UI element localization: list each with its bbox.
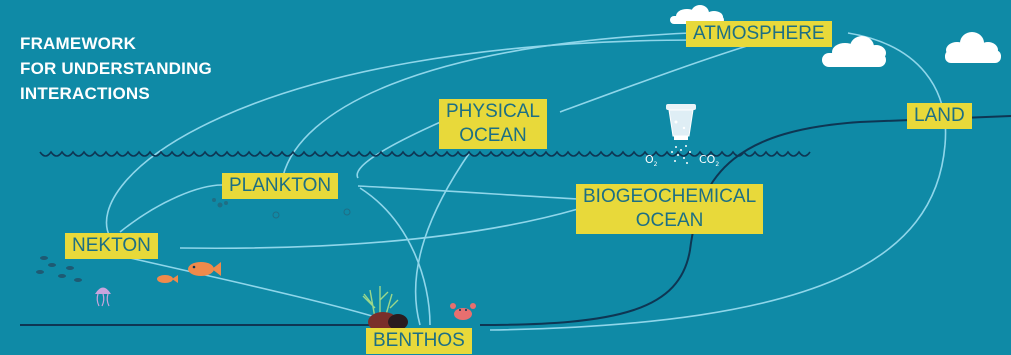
co2-sensor-icon	[666, 104, 696, 164]
fish-icon	[157, 275, 178, 283]
connector-nekton-biogeo	[179, 208, 579, 250]
connector-physical-atmosphere	[559, 41, 761, 113]
title-line: INTERACTIONS	[20, 84, 150, 103]
connector-nekton-plankton	[119, 184, 223, 233]
crab-icon	[450, 303, 476, 320]
node-plankton: PLANKTON	[222, 173, 339, 199]
jellyfish-icon	[95, 287, 111, 307]
cloud-icon	[822, 36, 886, 67]
node-benthos: BENTHOS	[366, 328, 472, 354]
cloud-icon	[945, 32, 1001, 63]
co2-label: CO2	[699, 153, 719, 168]
node-label-line: OCEAN	[635, 210, 704, 231]
o2-text: O	[645, 153, 654, 166]
connector-plankton-atmosphere	[282, 32, 691, 177]
node-label: LAND	[914, 105, 965, 126]
oxygen-label: O2	[645, 153, 658, 168]
co2-subscript: 2	[715, 161, 720, 169]
diagram-title: FRAMEWORK FOR UNDERSTANDING INTERACTIONS	[20, 31, 212, 106]
connector-nekton-atmosphere	[105, 39, 701, 238]
o2-subscript: 2	[653, 161, 658, 169]
node-label: PLANKTON	[229, 175, 332, 196]
connector-physical-plankton	[356, 119, 446, 179]
node-label-line: BIOGEOCHEMICAL	[583, 186, 757, 207]
connector-land-benthos	[489, 144, 946, 331]
connector-nekton-benthos	[129, 257, 401, 326]
node-label: ATMOSPHERE	[693, 23, 825, 44]
sea-surface-wave-line	[39, 150, 811, 157]
node-label: BENTHOS	[373, 330, 465, 351]
node-land: LAND	[907, 103, 972, 129]
connector-physical-benthos	[414, 151, 471, 326]
connector-plankton-biogeo	[357, 185, 579, 200]
coral-icon	[362, 286, 399, 319]
rock-icon	[368, 312, 408, 332]
land-boundary-line	[20, 115, 1011, 326]
fish-school-icon	[36, 256, 82, 282]
connector-lines	[105, 32, 947, 331]
node-biogeochemical-ocean: BIOGEOCHEMICAL OCEAN	[576, 184, 764, 234]
node-physical-ocean: PHYSICAL OCEAN	[439, 99, 547, 149]
title-line: FRAMEWORK	[20, 34, 137, 53]
co2-text: CO	[699, 153, 716, 166]
plankton-icon	[212, 198, 351, 219]
node-label-line: OCEAN	[459, 125, 527, 146]
node-label: NEKTON	[72, 235, 151, 256]
connector-plankton-benthos	[359, 187, 431, 326]
title-line: FOR UNDERSTANDING	[20, 59, 212, 78]
node-nekton: NEKTON	[65, 233, 158, 259]
node-atmosphere: ATMOSPHERE	[686, 21, 832, 47]
node-label-line: PHYSICAL	[446, 101, 540, 122]
fish-icon	[188, 262, 221, 276]
